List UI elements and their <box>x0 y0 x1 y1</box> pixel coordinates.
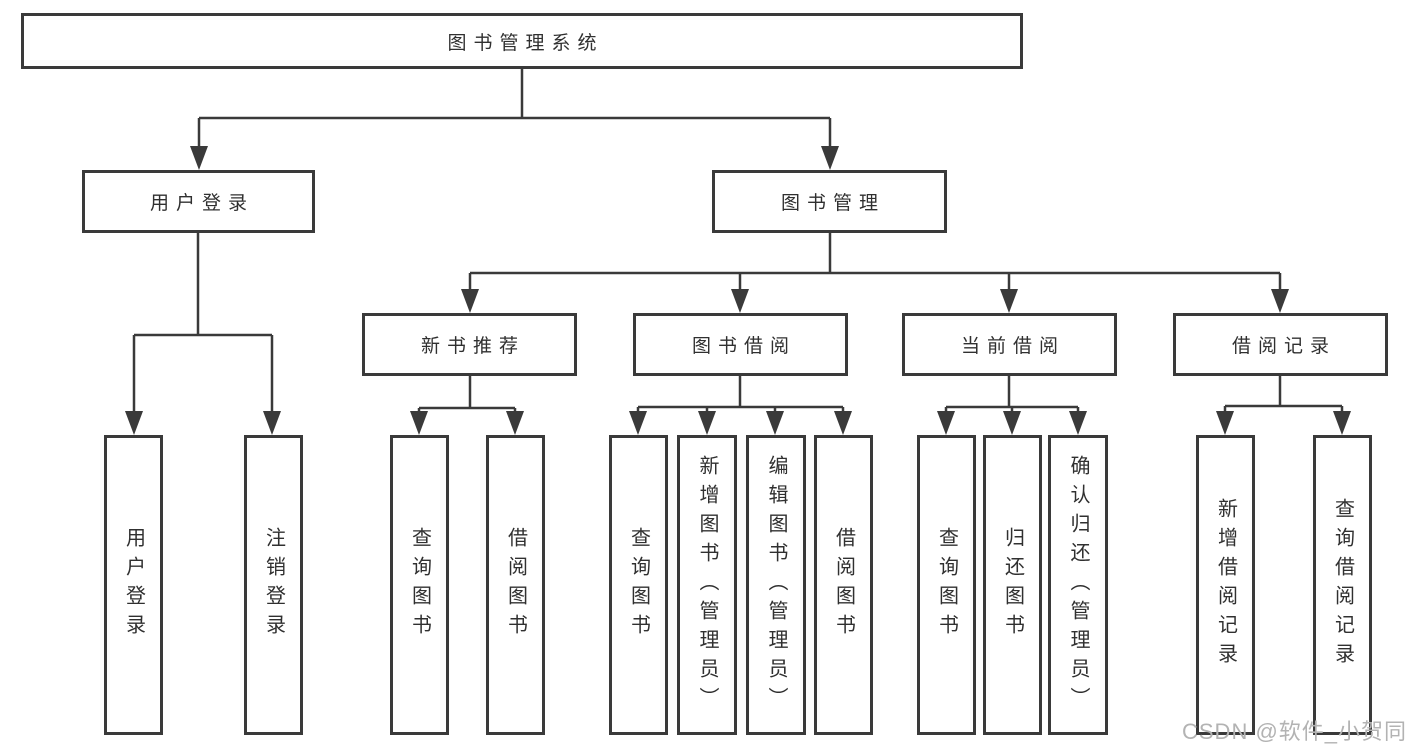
node-new-book-recommend: 新书推荐 <box>362 313 577 376</box>
arrowheads <box>125 146 1351 435</box>
leaf-borrow-books-recommend: 借阅图书 <box>486 435 545 735</box>
node-label: 新书推荐 <box>420 336 525 357</box>
leaf-borrow-books: 借阅图书 <box>814 435 873 735</box>
node-label: 图书管理系统 <box>447 32 604 54</box>
node-label: 注销登录 <box>262 527 285 643</box>
node-label: 借阅记录 <box>1231 336 1336 357</box>
node-label: 新增图书（管理员） <box>696 454 718 716</box>
node-label: 新增借阅记录 <box>1214 498 1237 672</box>
leaf-confirm-return-admin: 确认归还（管理员） <box>1048 435 1108 735</box>
leaf-add-book-admin: 新增图书（管理员） <box>677 435 737 735</box>
leaf-logout: 注销登录 <box>244 435 303 735</box>
node-label: 归还图书 <box>1001 527 1024 643</box>
node-current-borrowing: 当前借阅 <box>902 313 1117 376</box>
node-label: 查询图书 <box>408 527 431 643</box>
node-label: 用户登录 <box>149 193 254 214</box>
node-label: 查询图书 <box>935 527 958 643</box>
node-label: 查询借阅记录 <box>1331 498 1354 672</box>
node-label: 当前借阅 <box>960 336 1065 357</box>
node-label: 图书借阅 <box>691 336 796 357</box>
leaf-user-login: 用户登录 <box>104 435 163 735</box>
leaf-query-books-borrowing: 查询图书 <box>609 435 668 735</box>
node-book-management: 图书管理 <box>712 170 947 233</box>
node-label: 用户登录 <box>122 527 145 643</box>
node-user-login: 用户登录 <box>82 170 315 233</box>
node-label: 查询图书 <box>627 527 650 643</box>
leaf-edit-book-admin: 编辑图书（管理员） <box>746 435 806 735</box>
node-book-borrowing: 图书借阅 <box>633 313 848 376</box>
node-label: 图书管理 <box>780 193 885 214</box>
node-label: 借阅图书 <box>832 527 855 643</box>
node-label: 借阅图书 <box>504 527 527 643</box>
node-label: 确认归还（管理员） <box>1067 454 1089 716</box>
leaf-add-borrow-record: 新增借阅记录 <box>1196 435 1255 735</box>
node-label: 编辑图书（管理员） <box>765 454 787 716</box>
watermark-text: CSDN @软件_小贺同学 <box>1182 719 1405 744</box>
leaf-query-books-current: 查询图书 <box>917 435 976 735</box>
leaf-query-books-recommend: 查询图书 <box>390 435 449 735</box>
leaf-return-books: 归还图书 <box>983 435 1042 735</box>
node-borrowing-records: 借阅记录 <box>1173 313 1388 376</box>
node-library-management-system: 图书管理系统 <box>21 13 1023 69</box>
leaf-query-borrow-record: 查询借阅记录 <box>1313 435 1372 735</box>
